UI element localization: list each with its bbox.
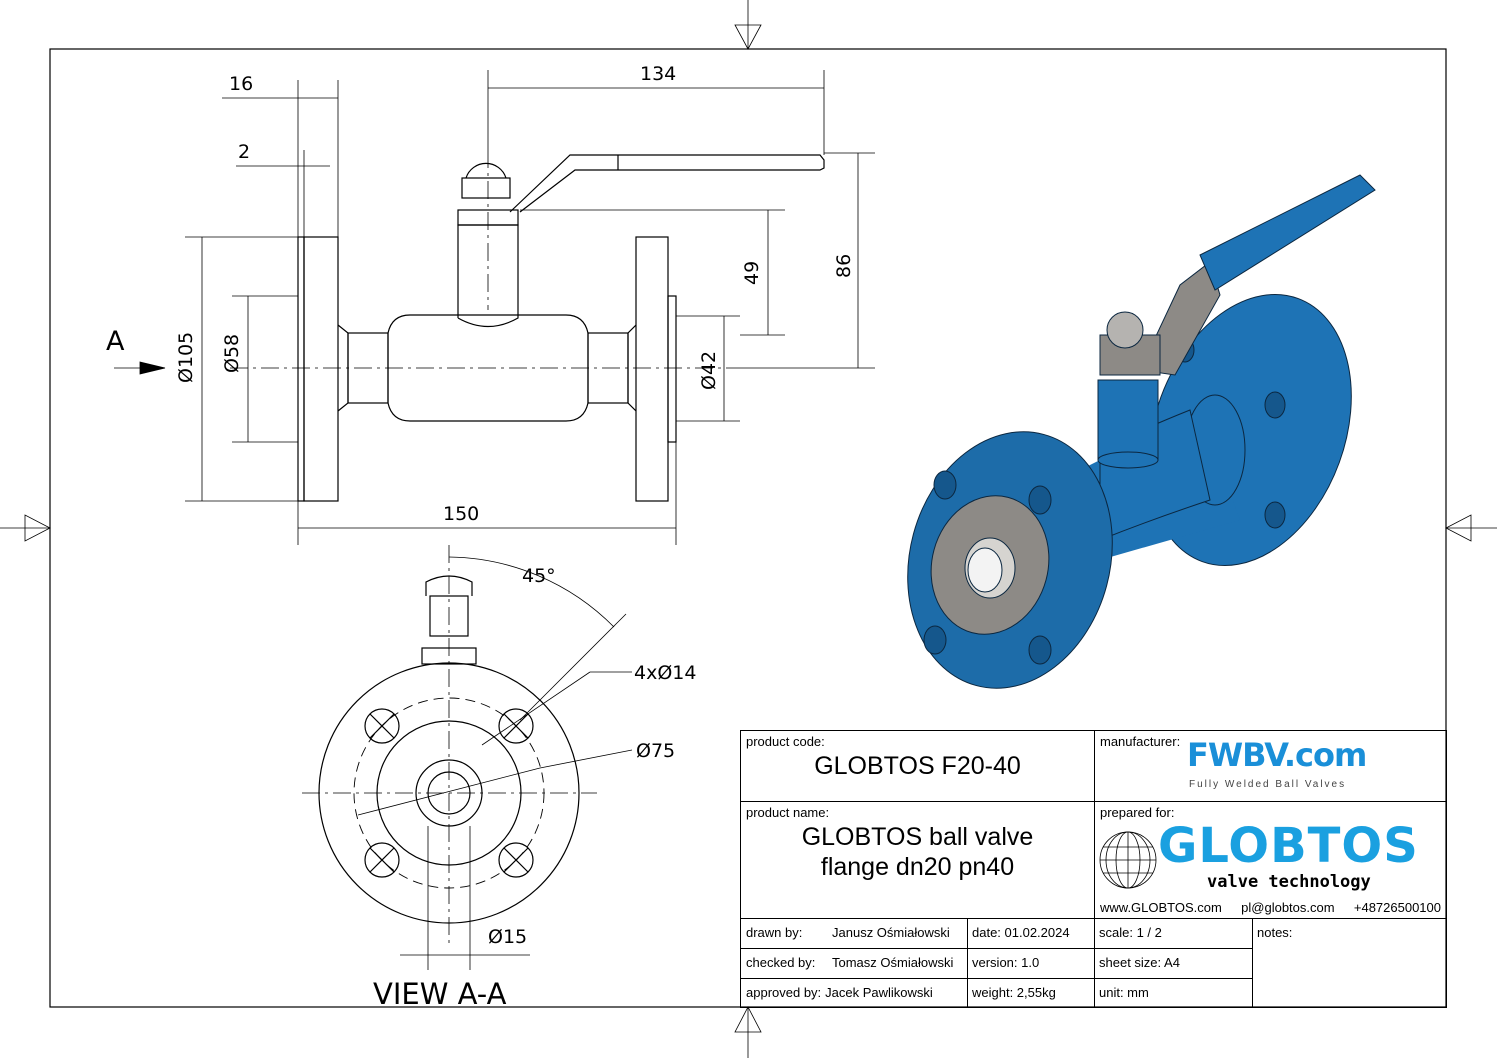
approved-by-cell: approved by:Jacek Pawlikowski	[740, 978, 968, 1008]
weight-cell: weight: 2,55kg	[967, 978, 1095, 1008]
unit-cell: unit: mm	[1094, 978, 1253, 1008]
front-view-dimensions	[114, 70, 875, 545]
version-cell: version: 1.0	[967, 948, 1095, 979]
front-view	[230, 150, 825, 502]
dim-16: 16	[229, 73, 253, 95]
product-code: GLOBTOS F20-40	[814, 752, 1021, 780]
dim-134: 134	[640, 63, 676, 85]
product-name-line1: GLOBTOS ball valve	[801, 823, 1034, 851]
approved-by-label: approved by:	[746, 985, 822, 1000]
date-cell: date: 01.02.2024	[967, 918, 1095, 949]
website-link[interactable]: www.GLOBTOS.com	[1100, 900, 1222, 915]
globtos-logo: GLOBTOS	[1158, 818, 1419, 874]
scale: scale: 1 / 2	[1099, 925, 1162, 940]
dim-holes: 4xØ14	[634, 662, 696, 684]
dim-49: 49	[741, 261, 763, 285]
view-marker-a: A	[106, 326, 125, 357]
notes-cell: notes:	[1252, 918, 1447, 1008]
version: version: 1.0	[972, 955, 1040, 970]
checked-by-cell: checked by: Tomasz Ośmiałowski	[740, 948, 968, 979]
product-code-cell: product code: GLOBTOS F20-40	[740, 730, 1095, 802]
email-link[interactable]: pl@globtos.com	[1241, 900, 1335, 915]
product-name-line2: flange dn20 pn40	[820, 853, 1015, 881]
dim-150: 150	[443, 503, 479, 525]
phone-number: +48726500100	[1353, 900, 1441, 915]
product-code-label: product code:	[746, 734, 825, 749]
dim-2: 2	[238, 141, 250, 163]
view-a-a	[302, 545, 633, 970]
dim-angle-45: 45°	[522, 565, 556, 587]
product-name-cell: product name: GLOBTOS ball valve flange …	[740, 801, 1095, 919]
product-name-label: product name:	[746, 805, 830, 820]
manufacturer-label: manufacturer:	[1100, 734, 1181, 749]
dim-86: 86	[833, 254, 855, 278]
globe-icon	[1099, 831, 1157, 889]
view-title: VIEW A-A	[373, 977, 507, 1011]
weight: weight: 2,55kg	[972, 985, 1056, 1000]
notes-label: notes:	[1257, 925, 1293, 940]
prepared-for-label: prepared for:	[1100, 805, 1175, 820]
prepared-for-cell: prepared for: GLOBTOS valve technology w…	[1094, 801, 1447, 919]
fwbv-logo: FWBV.com	[1187, 736, 1367, 774]
globtos-tagline: valve technology	[1207, 872, 1371, 892]
dim-d15: Ø15	[488, 926, 527, 948]
dim-d58: Ø58	[221, 334, 243, 373]
checked-by: Tomasz Ośmiałowski	[832, 955, 954, 970]
approved-by: Jacek Pawlikowski	[825, 985, 933, 1000]
drawn-by-cell: drawn by: Janusz Ośmiałowski	[740, 918, 968, 949]
sheet-size-cell: sheet size: A4	[1094, 948, 1253, 979]
dim-d42: Ø42	[698, 351, 720, 390]
dim-d105: Ø105	[175, 332, 197, 383]
sheet-size: sheet size: A4	[1099, 955, 1180, 970]
dim-d75: Ø75	[636, 740, 675, 762]
fwbv-tagline: Fully Welded Ball Valves	[1189, 779, 1347, 790]
date: date: 01.02.2024	[972, 925, 1070, 940]
manufacturer-cell: manufacturer: FWBV.com Fully Welded Ball…	[1094, 730, 1447, 802]
scale-cell: scale: 1 / 2	[1094, 918, 1253, 949]
checked-by-label: checked by:	[746, 955, 816, 970]
unit: unit: mm	[1099, 985, 1149, 1000]
drawn-by: Janusz Ośmiałowski	[832, 925, 950, 940]
contact-row: www.GLOBTOS.com pl@globtos.com +48726500…	[1100, 900, 1441, 915]
valve-3d-render	[907, 174, 1376, 689]
drawn-by-label: drawn by:	[746, 925, 803, 940]
